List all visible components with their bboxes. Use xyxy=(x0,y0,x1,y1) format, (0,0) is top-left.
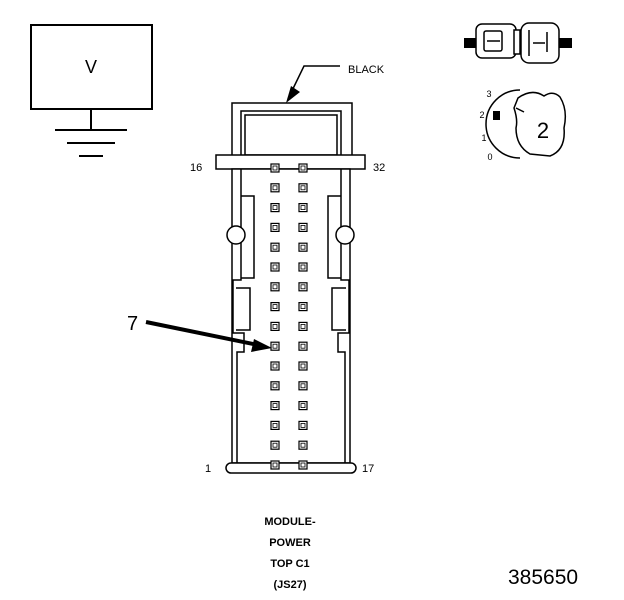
pin-contact-7 xyxy=(272,343,278,349)
pin-contact-22 xyxy=(300,363,306,369)
pin-contact-29 xyxy=(300,224,306,230)
connector-caption: MODULE- POWER TOP C1 (JS27) xyxy=(232,512,348,596)
pin-contact-13 xyxy=(272,224,278,230)
pin-cavity-17 xyxy=(298,460,308,470)
pin-cavity-25 xyxy=(298,302,308,312)
pin-contact-2 xyxy=(272,442,278,448)
pin-cavity-3 xyxy=(270,420,280,430)
pin-cavity-28 xyxy=(298,242,308,252)
pin-contact-32 xyxy=(300,165,306,171)
pin-cavity-20 xyxy=(298,401,308,411)
pin-contact-16 xyxy=(272,165,278,171)
pin-contact-14 xyxy=(272,205,278,211)
pin-contact-5 xyxy=(272,383,278,389)
pin-cavity-30 xyxy=(298,203,308,213)
pin-contact-12 xyxy=(272,244,278,250)
pin-pointer: 7 xyxy=(127,313,272,352)
pin-label-32: 32 xyxy=(373,162,385,174)
pin-cavity-9 xyxy=(270,302,280,312)
lock-position-0: 0 xyxy=(487,152,492,162)
pin-cavity-32 xyxy=(298,163,308,173)
pin-contact-15 xyxy=(272,185,278,191)
voltmeter-symbol: V xyxy=(30,24,153,157)
pin-cavity-10 xyxy=(270,282,280,292)
pin-cavity-12 xyxy=(270,242,280,252)
pin-cavity-16 xyxy=(270,163,280,173)
pin-cavity-1 xyxy=(270,460,280,470)
pin-contact-23 xyxy=(300,343,306,349)
pin-cavity-15 xyxy=(270,183,280,193)
voltmeter-label: V xyxy=(85,57,97,77)
pin-contact-6 xyxy=(272,363,278,369)
pin-label-16: 16 xyxy=(190,162,202,174)
pin-cavity-7 xyxy=(270,341,280,351)
pin-contact-11 xyxy=(272,264,278,270)
pin-cavity-23 xyxy=(298,341,308,351)
caption-line-1: MODULE- xyxy=(264,516,316,528)
lock-position-2: 2 xyxy=(479,110,484,120)
lock-position-1: 1 xyxy=(481,133,486,143)
lock-position-3: 3 xyxy=(486,89,491,99)
pin-contact-26 xyxy=(300,284,306,290)
connector-side-view-icon xyxy=(464,22,572,64)
pin-cavity-4 xyxy=(270,401,280,411)
pin-cavity-21 xyxy=(298,381,308,391)
pointer-label: 7 xyxy=(127,313,138,335)
pin-contact-17 xyxy=(300,462,306,468)
pin-contact-31 xyxy=(300,185,306,191)
connector-c1-body xyxy=(215,102,366,474)
pin-contact-10 xyxy=(272,284,278,290)
pin-contact-19 xyxy=(300,422,306,428)
pin-contact-18 xyxy=(300,442,306,448)
pin-cavity-13 xyxy=(270,222,280,232)
pin-contact-4 xyxy=(272,403,278,409)
pin-contact-28 xyxy=(300,244,306,250)
pin-cavity-grid xyxy=(270,163,308,470)
connector-lock-position-icon: 3 2 1 0 2 xyxy=(479,89,567,162)
pin-label-17: 17 xyxy=(362,463,374,475)
pin-label-1: 1 xyxy=(205,463,211,475)
caption-line-2: POWER xyxy=(269,537,311,549)
connector-color-label: BLACK xyxy=(348,64,385,76)
pin-cavity-18 xyxy=(298,440,308,450)
caption-line-3: TOP C1 xyxy=(270,558,310,570)
pin-contact-30 xyxy=(300,205,306,211)
pin-cavity-14 xyxy=(270,203,280,213)
pin-cavity-29 xyxy=(298,222,308,232)
pin-contact-27 xyxy=(300,264,306,270)
pin-contact-25 xyxy=(300,304,306,310)
lock-number: 2 xyxy=(537,118,549,143)
pin-contact-21 xyxy=(300,383,306,389)
ground-icon xyxy=(55,129,127,157)
pin-cavity-27 xyxy=(298,262,308,272)
pin-contact-9 xyxy=(272,304,278,310)
pin-cavity-24 xyxy=(298,321,308,331)
color-callout: BLACK xyxy=(286,64,385,103)
pin-contact-3 xyxy=(272,422,278,428)
pin-cavity-19 xyxy=(298,420,308,430)
pin-contact-20 xyxy=(300,403,306,409)
pin-contact-24 xyxy=(300,323,306,329)
pin-cavity-22 xyxy=(298,361,308,371)
pin-cavity-2 xyxy=(270,440,280,450)
pin-cavity-6 xyxy=(270,361,280,371)
pin-contact-1 xyxy=(272,462,278,468)
pin-cavity-31 xyxy=(298,183,308,193)
caption-line-4: (JS27) xyxy=(273,579,307,591)
pin-contact-8 xyxy=(272,323,278,329)
figure-number: 385650 xyxy=(508,566,579,589)
pin-cavity-26 xyxy=(298,282,308,292)
pin-cavity-5 xyxy=(270,381,280,391)
pin-cavity-11 xyxy=(270,262,280,272)
pin-cavity-8 xyxy=(270,321,280,331)
